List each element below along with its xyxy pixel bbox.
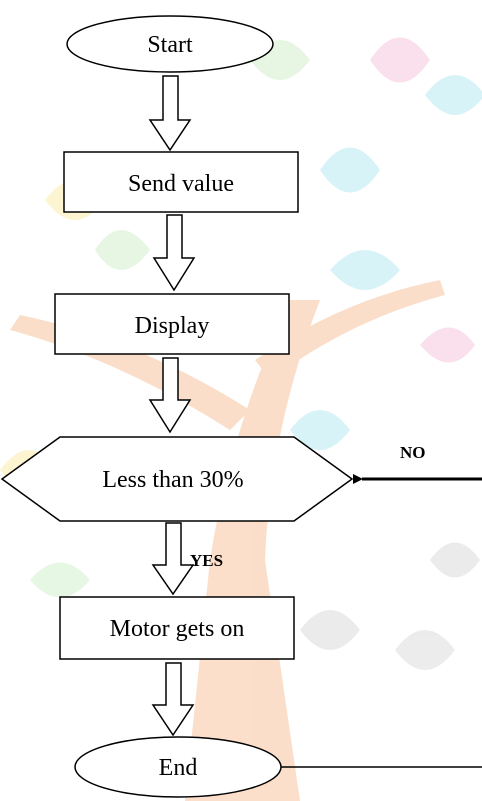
- flow-arrow: [148, 75, 192, 152]
- send-value-process: [63, 151, 299, 213]
- motor-process: [59, 596, 295, 660]
- flow-arrow: [148, 357, 192, 434]
- watermark-branch: [255, 280, 445, 380]
- yes-label: YES: [190, 551, 223, 570]
- watermark-leaf: [420, 327, 475, 363]
- watermark-leaf: [330, 250, 400, 290]
- display-process: [54, 293, 290, 355]
- no-label: NO: [400, 443, 426, 462]
- flow-arrow: [152, 214, 196, 292]
- watermark-leaf: [95, 230, 150, 270]
- flow-arrow: [151, 662, 195, 737]
- watermark-trunk: [185, 300, 320, 801]
- decision-label: Less than 30%: [102, 467, 243, 493]
- send-value-label: Send value: [128, 171, 234, 197]
- end-label: End: [159, 755, 198, 781]
- start-label: Start: [147, 32, 193, 58]
- watermark-leaf: [300, 610, 360, 650]
- watermark-leaf: [425, 75, 482, 115]
- watermark-leaf: [370, 37, 430, 83]
- watermark-leaf: [30, 562, 90, 598]
- watermark-leaf: [430, 542, 480, 578]
- watermark-leaf: [320, 147, 380, 193]
- start-terminal: [66, 15, 274, 73]
- motor-label: Motor gets on: [110, 616, 245, 642]
- watermark-leaf: [395, 630, 455, 670]
- flow-arrow-yes: [151, 522, 195, 596]
- display-label: Display: [135, 313, 210, 339]
- watermark-leaf: [290, 410, 350, 450]
- decision-node: [0, 436, 354, 522]
